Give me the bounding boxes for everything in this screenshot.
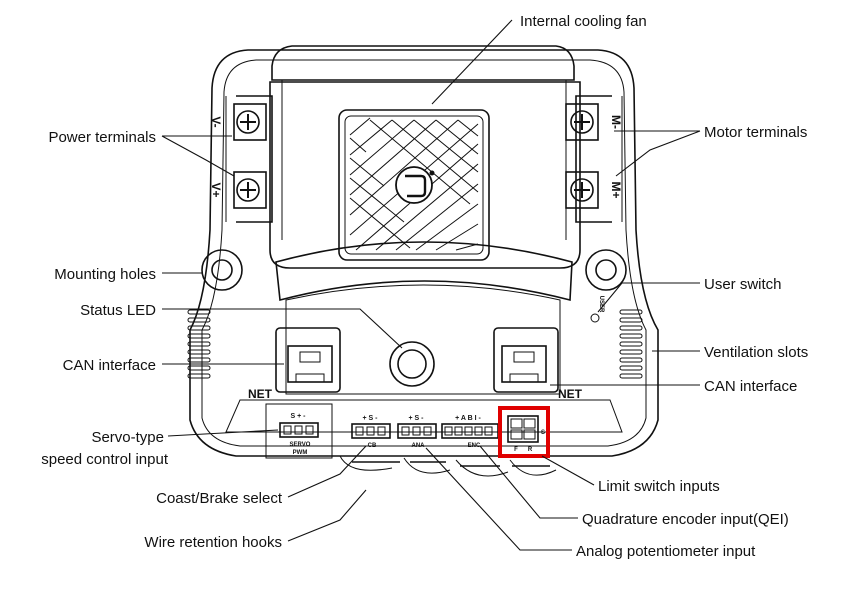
limit-r-label: R (528, 447, 533, 453)
can-port-left: NET (248, 327, 341, 401)
net-label-left: NET (248, 387, 273, 401)
servo-pins: S + - (291, 413, 307, 420)
controller-body (189, 45, 659, 457)
label-can-interface-left: CAN interface (63, 357, 156, 374)
leader-analog-pot (425, 447, 572, 551)
label-servo-input-line1: Servo-type (91, 429, 164, 446)
label-limit-switch-inputs: Limit switch inputs (598, 478, 720, 495)
power-terminals: V- V+ (209, 95, 273, 223)
limit-s-label: S (541, 430, 545, 436)
cb-connector: + S - CB (351, 415, 391, 449)
label-analog-pot: Analog potentiometer input (576, 543, 756, 560)
leader-cooling-fan (431, 19, 513, 105)
mounting-holes (201, 249, 627, 291)
motor-terminal-m-plus: M+ (565, 171, 623, 209)
m-minus-label: M- (609, 115, 623, 129)
limit-f-label: F (514, 447, 518, 453)
limit-switch-connector: F R S (498, 406, 550, 458)
leader-power-terminals (161, 135, 235, 177)
ana-connector: + S - ANA (397, 415, 437, 449)
power-terminal-v-minus: V- (209, 103, 267, 141)
cooling-fan-grille (338, 109, 490, 261)
label-quadrature-encoder: Quadrature encoder input(QEI) (582, 511, 789, 528)
label-can-interface-right: CAN interface (704, 378, 797, 395)
ventilation-slots (187, 309, 643, 379)
v-minus-label: V- (209, 116, 223, 127)
user-switch-label: USER (598, 296, 604, 313)
label-servo-input-line2: speed control input (41, 451, 169, 468)
ana-name: ANA (412, 443, 426, 449)
cb-pins: + S - (363, 415, 379, 422)
motor-terminals: M- M+ (565, 95, 623, 223)
leader-motor-terminals (614, 130, 701, 177)
label-coast-brake-select: Coast/Brake select (156, 490, 283, 507)
servo-pwm-connector: S + - SERVO PWM (265, 403, 333, 459)
label-user-switch: User switch (704, 276, 782, 293)
enc-pins: + A B I - (455, 415, 481, 422)
enc-name: ENC (468, 443, 481, 449)
servo-name: SERVO (290, 442, 311, 448)
leader-lines (161, 19, 701, 551)
label-status-led: Status LED (80, 302, 156, 319)
label-power-terminals: Power terminals (48, 129, 156, 146)
m-plus-label: M+ (609, 181, 623, 198)
wire-retention-hooks (339, 455, 557, 477)
leader-user-switch (597, 282, 700, 313)
leader-limit-switch (541, 455, 595, 486)
motor-terminal-m-minus: M- (565, 103, 623, 141)
leader-wire-hooks (287, 489, 367, 542)
power-terminal-v-plus: V+ (209, 171, 267, 209)
label-motor-terminals: Motor terminals (704, 124, 807, 141)
label-wire-retention-hooks: Wire retention hooks (144, 534, 282, 551)
leader-coast-brake (287, 445, 367, 498)
ana-pins: + S - (409, 415, 425, 422)
net-label-right: NET (558, 387, 583, 401)
leader-qei (479, 445, 578, 519)
limit-switch-highlight (498, 406, 550, 458)
user-switch: USER (590, 296, 604, 323)
leader-servo (167, 429, 279, 437)
label-ventilation-slots: Ventilation slots (704, 344, 808, 361)
callout-labels: Internal cooling fan Power terminals Mot… (41, 13, 808, 560)
label-internal-cooling-fan: Internal cooling fan (520, 13, 647, 30)
cb-name: CB (368, 443, 377, 449)
servo-sub: PWM (293, 450, 308, 456)
label-mounting-holes: Mounting holes (54, 266, 156, 283)
can-port-right: NET (493, 327, 583, 401)
status-led (389, 341, 435, 387)
leader-status-led (162, 308, 403, 349)
v-plus-label: V+ (209, 182, 223, 197)
